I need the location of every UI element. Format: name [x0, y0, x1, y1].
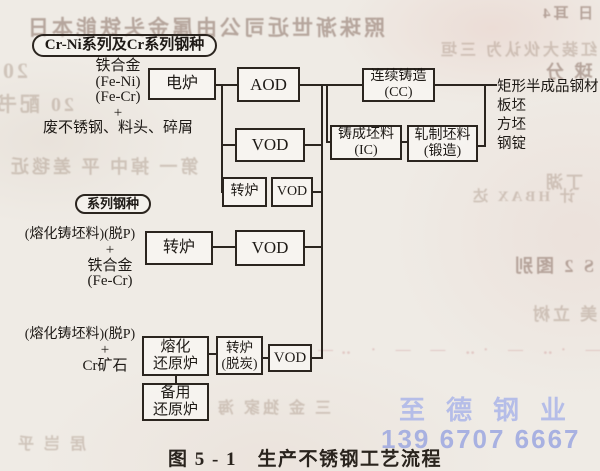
- vod-box-small: VOD: [271, 177, 313, 207]
- product-item: 方坯: [497, 117, 526, 133]
- connector-vodb-bus: [312, 357, 323, 359]
- bleedthrough-text: S 2 图别: [512, 256, 595, 276]
- electric-furnace-box: 电炉: [148, 68, 216, 100]
- decarburization-converter-box: 转炉 (脱炭): [216, 336, 263, 375]
- box-label-line: 还原炉: [152, 402, 198, 418]
- connector-collect-bus: [321, 84, 323, 359]
- product-item: 矩形半成品钢材: [497, 79, 599, 95]
- vod-box-mid: VOD: [235, 230, 305, 266]
- connector-branch-bus: [221, 84, 223, 193]
- aod-box: AOD: [237, 67, 300, 102]
- connector-conv-vodb: [263, 357, 268, 359]
- route-cr-ni-tag: Cr-Ni系列及Cr系列钢种: [32, 34, 217, 57]
- box-label-line: 备用: [160, 385, 191, 402]
- bleedthrough-text: 红装大伙认为 三垣: [438, 42, 598, 59]
- connector-furnace-aod: [216, 84, 237, 86]
- input-line: 铁合金: [95, 58, 141, 74]
- bleedthrough-text: ·― ·‥ ― ·‥ ― ― · ‥―: [310, 342, 600, 358]
- box-label-line: (CC): [384, 85, 413, 100]
- figure-caption: 图 5 - 1 生产不锈钢工艺流程: [167, 449, 443, 470]
- bleedthrough-text: 第一 掉中 平 差毯近: [8, 157, 199, 177]
- box-label-line: 连续铸造: [370, 69, 427, 85]
- bleedthrough-text: 三 金 独家 海: [215, 400, 332, 417]
- connector-backup: [175, 375, 177, 383]
- input-line: (Fe-Cr): [95, 89, 141, 105]
- input-line: Cr矿石: [82, 357, 128, 374]
- connector-bus-vod1: [221, 144, 235, 146]
- continuous-casting-box: 连续铸造 (CC): [362, 68, 435, 102]
- converter-box-mid: 转炉: [145, 231, 213, 265]
- connector-converter-vod: [213, 246, 235, 248]
- bleedthrough-text: 日 耳4: [540, 6, 594, 22]
- route-smelt-inputs: + Cr矿石: [35, 342, 175, 374]
- input-line: (Fe-Ni): [95, 73, 141, 90]
- smelting-reduction-furnace-box: 熔化 还原炉: [142, 336, 209, 376]
- route-cr-input-1: (熔化铸坯料)(脱P): [24, 227, 136, 242]
- route-cr-tag: 系列钢种: [75, 194, 151, 214]
- input-line: 铁合金: [87, 257, 133, 274]
- box-label-line: 还原炉: [152, 356, 198, 372]
- route-smelt-input-1: (熔化铸坯料)(脱P): [24, 327, 136, 342]
- connector-vodmid-bus: [305, 246, 323, 248]
- products-list: 矩形半成品钢材 板坯 方坯 钢锭: [497, 78, 599, 154]
- bleedthrough-text: 居 岂 乎: [15, 436, 87, 453]
- connector-aod-cc: [300, 84, 362, 86]
- box-label-line: 轧制坯料: [414, 127, 471, 143]
- input-line: +: [113, 104, 123, 121]
- vod-box-bottom: VOD: [268, 344, 312, 372]
- connector-ic-stub: [326, 141, 332, 143]
- rolled-billet-box: 轧制坯料 (锻造): [407, 125, 478, 162]
- ingot-casting-box: 铸成坯料 (IC): [330, 125, 402, 160]
- route-cr-inputs: + 铁合金 (Fe-Cr): [40, 242, 180, 290]
- product-item: 板坯: [497, 98, 526, 114]
- box-label-line: (锻造): [423, 143, 462, 159]
- product-item: 钢锭: [497, 136, 526, 152]
- bleedthrough-text: 美 立树: [530, 305, 598, 324]
- input-line: +: [100, 342, 110, 358]
- box-label-line: 转炉: [226, 340, 253, 356]
- converter-box-small: 转炉: [222, 177, 267, 207]
- connector-vod1-bus: [305, 144, 323, 146]
- connector-bus-ic: [326, 84, 328, 143]
- vod-box-1: VOD: [235, 128, 305, 162]
- connector-furnace-conv: [209, 353, 216, 355]
- box-label-line: (IC): [354, 142, 378, 158]
- backup-reduction-furnace-box: 备用 还原炉: [142, 383, 209, 421]
- input-line: +: [105, 242, 115, 258]
- box-label-line: (脱炭): [221, 355, 258, 371]
- route-cr-ni-inputs: 铁合金 (Fe-Ni) (Fe-Cr) + 废不锈钢、料头、碎屑: [20, 58, 216, 137]
- connector-roll-up: [484, 84, 486, 147]
- connector-ic-roll: [402, 141, 407, 143]
- connector-cc-products: [435, 84, 497, 86]
- connector-vodsmall-bus: [313, 191, 323, 193]
- connector-roll-out: [478, 145, 486, 147]
- bleedthrough-text: 计 HBAX 达: [470, 189, 575, 205]
- watermark-company: 至德钢业: [399, 395, 588, 425]
- input-line: 废不锈钢、料头、碎屑: [42, 120, 193, 136]
- box-label-line: 熔化: [160, 339, 191, 356]
- bleedthrough-text: 丁湖: [543, 173, 583, 192]
- input-line: (Fe-Cr): [87, 273, 133, 289]
- box-label-line: 铸成坯料: [338, 126, 394, 142]
